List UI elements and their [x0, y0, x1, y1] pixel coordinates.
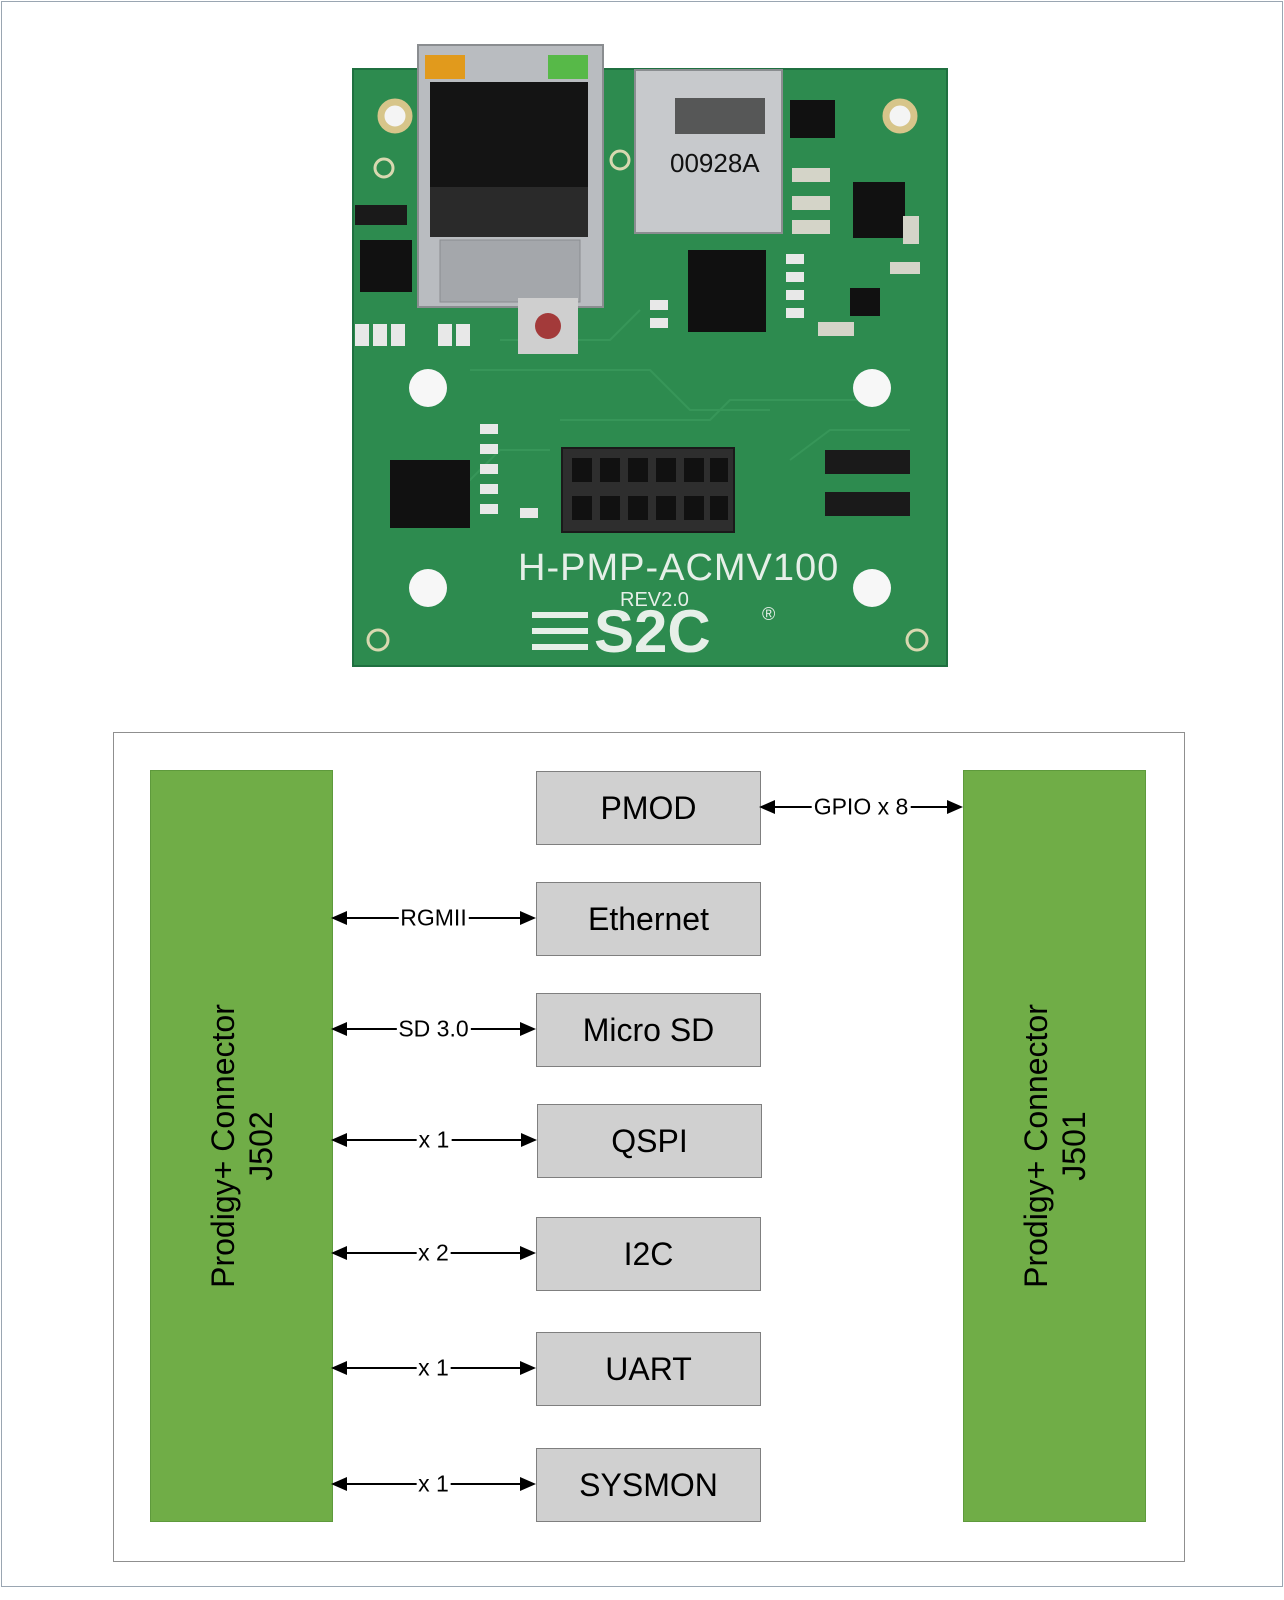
block-diagram: Prodigy+ Connector J502 Prodigy+ Connect…	[113, 732, 1185, 1562]
left-connector-label: Prodigy+ Connector J502	[204, 1004, 279, 1288]
sysmon-link: x 1	[331, 1470, 536, 1498]
uart-block: UART	[536, 1332, 761, 1406]
board-revision-text: REV2.0	[620, 589, 689, 611]
qspi-link: x 1	[331, 1126, 537, 1154]
left-connector-j502: Prodigy+ Connector J502	[150, 770, 333, 1522]
i2c-link: x 2	[331, 1239, 536, 1267]
i2c-block: I2C	[536, 1217, 761, 1291]
uart-link: x 1	[331, 1354, 536, 1382]
sd-chip-text: 00928A	[670, 148, 760, 178]
pcb-board-image: 00928A H-PMP-ACMV100 REV2.0	[352, 44, 948, 667]
brand-logo-text: S2C	[594, 598, 711, 665]
ethernet-rgmii-link: RGMII	[331, 904, 536, 932]
link-label: x 1	[416, 1354, 451, 1382]
link-label: x 2	[416, 1239, 451, 1267]
ethernet-block: Ethernet	[536, 882, 761, 956]
link-label: GPIO x 8	[811, 793, 911, 821]
pmod-block: PMOD	[536, 771, 761, 845]
link-label: x 1	[416, 1470, 451, 1498]
registered-mark: ®	[762, 604, 775, 624]
board-model-text: H-PMP-ACMV100	[518, 547, 839, 589]
s2c-logo-mark	[532, 612, 588, 650]
link-label: SD 3.0	[396, 1015, 471, 1043]
link-label: RGMII	[398, 904, 469, 932]
qspi-block: QSPI	[537, 1104, 762, 1178]
micro-sd-link: SD 3.0	[331, 1015, 536, 1043]
right-connector-label: Prodigy+ Connector J501	[1017, 1004, 1092, 1288]
micro-sd-block: Micro SD	[536, 993, 761, 1067]
link-label: x 1	[416, 1126, 452, 1154]
pmod-gpio-link: GPIO x 8	[759, 793, 963, 821]
sysmon-block: SYSMON	[536, 1448, 761, 1522]
right-connector-j501: Prodigy+ Connector J501	[963, 770, 1146, 1522]
